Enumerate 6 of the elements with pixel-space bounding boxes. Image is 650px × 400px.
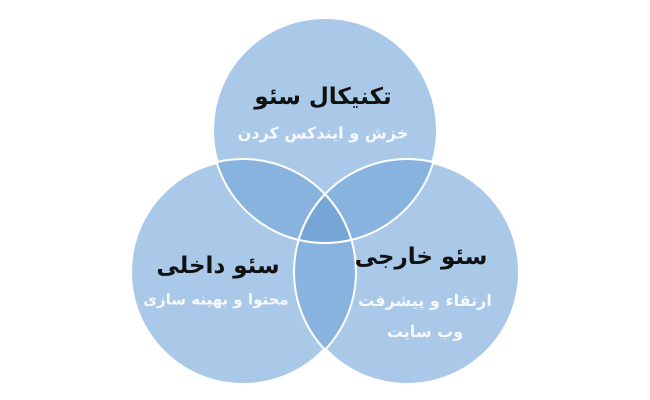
circle-title: سئو خارجی	[354, 244, 488, 272]
circle-title: سئو داخلی	[156, 253, 280, 281]
circle-subtitle: محتوا و بهینه سازی	[143, 289, 289, 310]
circle-subtitle: ارتقاء و پیشرفت وب سایت	[357, 290, 493, 343]
circle-subtitle: خزش و ایندکس کردن	[238, 122, 408, 144]
circle-title: تکنیکال سئو	[254, 84, 392, 112]
